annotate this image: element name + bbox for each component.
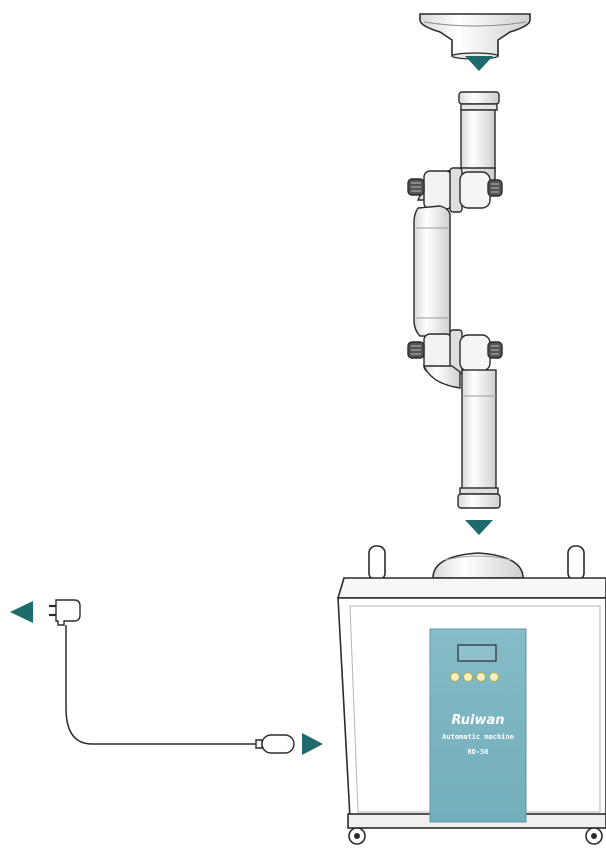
control-button	[464, 673, 473, 682]
power-cable	[66, 625, 256, 744]
arrow-right-icon	[302, 733, 323, 755]
brand-name: Ruiwan	[451, 713, 504, 728]
brand-subtitle: Automatic machine	[442, 733, 514, 741]
front-panel: Ruiwan Automatic machine RD-50	[430, 629, 526, 822]
cable-connector	[256, 735, 294, 753]
arrow-down-arm-icon	[465, 520, 493, 535]
control-button	[490, 673, 499, 682]
control-button	[451, 673, 460, 682]
articulated-arm-icon	[408, 92, 502, 508]
power-plug-icon	[49, 600, 80, 625]
control-button	[477, 673, 486, 682]
extraction-hood-icon	[420, 14, 530, 59]
arrow-left-icon	[10, 601, 33, 623]
display-window	[458, 645, 496, 661]
arrow-down-hood-icon	[465, 56, 493, 71]
model-number: RD-50	[467, 748, 488, 756]
